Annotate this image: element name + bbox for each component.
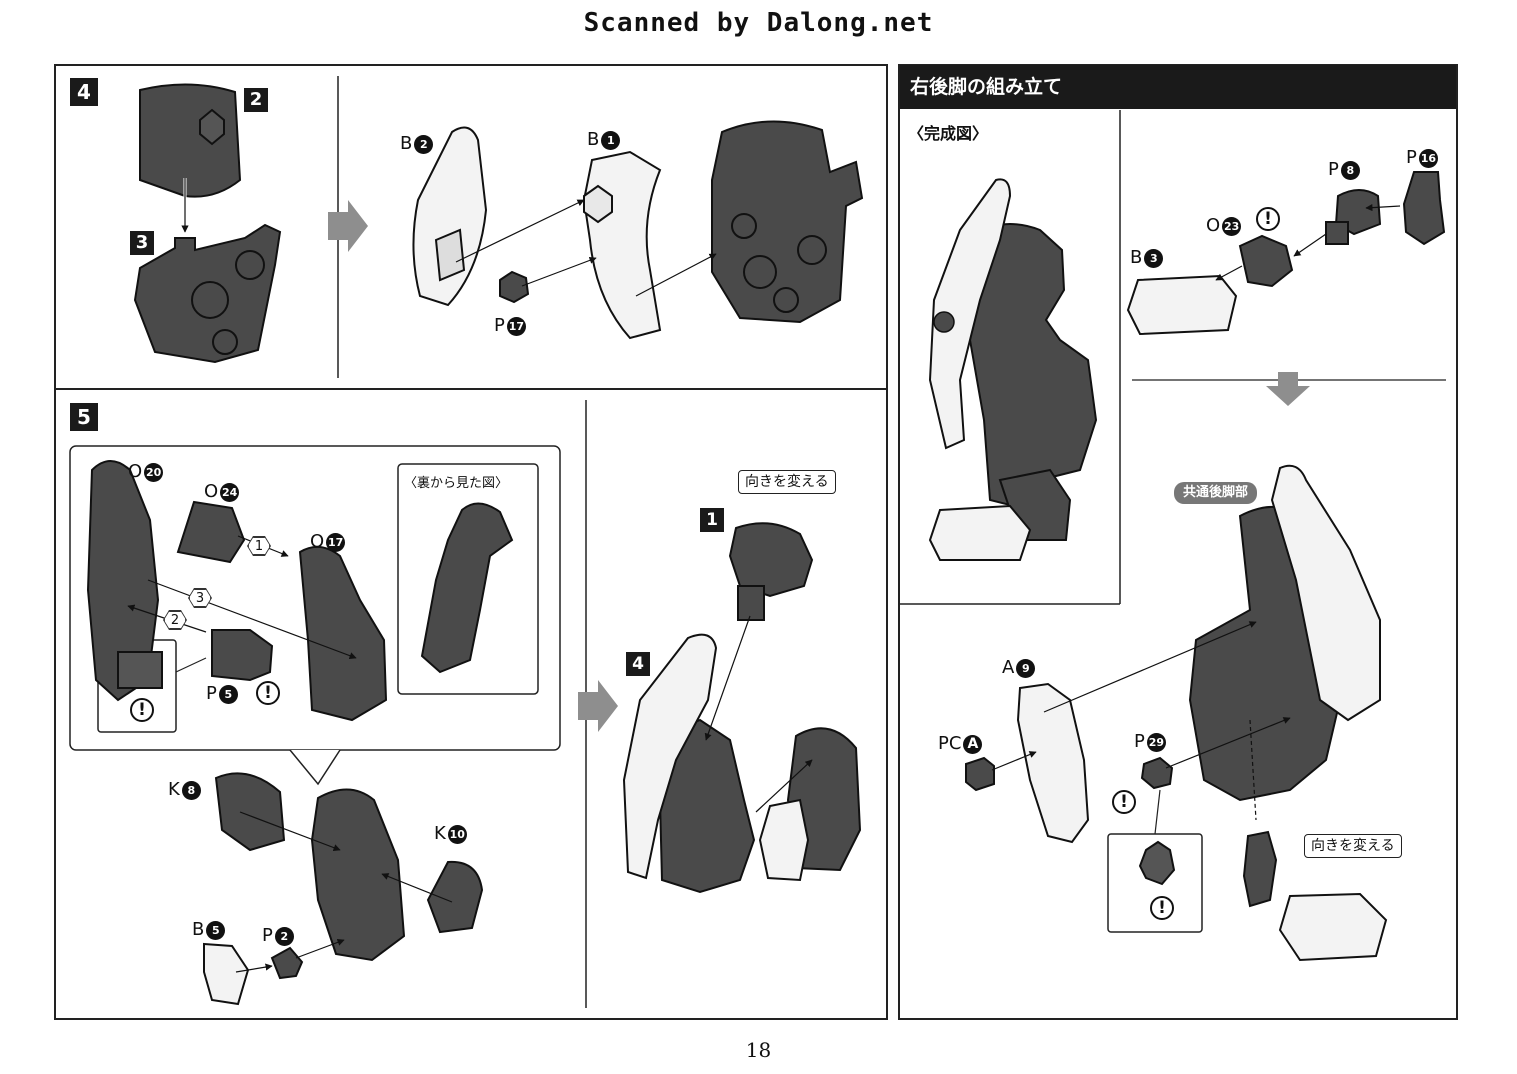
- sequence-number: 1: [248, 537, 270, 555]
- step4-part-2: [139, 83, 242, 198]
- part-o24: [176, 500, 246, 564]
- part-pca: [965, 756, 995, 792]
- r5-part-white-horn: [622, 633, 718, 880]
- sequence-number: 3: [189, 589, 211, 607]
- step5-flow-arrow: [578, 680, 618, 732]
- back-view-frame: [397, 463, 539, 695]
- complete-view-label: 〈完成図〉: [908, 124, 989, 143]
- part-o23: [1238, 234, 1294, 288]
- part-b5: [203, 942, 250, 1006]
- common-rear-leg-tag: 共通後脚部: [1174, 482, 1258, 504]
- step5-right-badge-1: 1: [700, 508, 724, 532]
- step4-badge: 4: [70, 78, 98, 106]
- part-o17: [298, 545, 388, 722]
- back-view-label: 〈裏から見た図〉: [404, 476, 509, 491]
- caution-icon: !: [256, 681, 280, 705]
- change-direction-callout: 向きを変える: [1304, 834, 1402, 858]
- step4-part3-badge: 3: [130, 231, 154, 255]
- part-b3-claws: [1126, 274, 1238, 336]
- caution-icon: !: [130, 698, 154, 722]
- step4-part-p17: [499, 270, 530, 304]
- r5-part-white-cover: [758, 798, 810, 882]
- right-flow-arrow: [1266, 372, 1310, 406]
- caution-icon: !: [1150, 896, 1174, 920]
- back-view-part: [420, 502, 514, 674]
- right-rear-leg-title: 右後脚の組み立て: [900, 65, 1456, 109]
- part-p2: [270, 946, 304, 980]
- step5-badge: 5: [70, 403, 98, 431]
- r5-part-assembly: [658, 718, 756, 894]
- caution-icon: !: [1256, 207, 1280, 231]
- part-k8: [214, 772, 286, 852]
- step5-panel: [54, 388, 888, 1020]
- complete-leg-claws: [928, 504, 1032, 561]
- step4-flow-arrow: [328, 200, 368, 252]
- lower-leg-claws: [1278, 892, 1388, 962]
- step4-part2-badge: 2: [244, 88, 268, 112]
- step4-part-b1: [582, 150, 662, 340]
- complete-leg-white: [928, 178, 1012, 450]
- step4-part-assembly: [711, 120, 864, 324]
- step4-part-b2: [412, 126, 488, 307]
- caution-icon: !: [1112, 790, 1136, 814]
- lower-leg: [1242, 830, 1278, 908]
- part-center: [310, 788, 406, 962]
- part-p5: [211, 629, 274, 682]
- step4-part-3: [133, 223, 282, 364]
- common-leg-white: [1270, 464, 1381, 722]
- part-p16: [1402, 171, 1446, 246]
- change-direction-callout: 向きを変える: [738, 470, 836, 494]
- step5-right-badge-4: 4: [626, 652, 650, 676]
- part-k10: [426, 860, 484, 934]
- part-o20: [86, 460, 160, 702]
- sequence-number: 2: [164, 611, 186, 629]
- scan-credit-header: Scanned by Dalong.net: [583, 8, 934, 38]
- page-number: 18: [745, 1038, 772, 1062]
- part-p29: [1140, 756, 1174, 790]
- part-a9: [1016, 682, 1090, 844]
